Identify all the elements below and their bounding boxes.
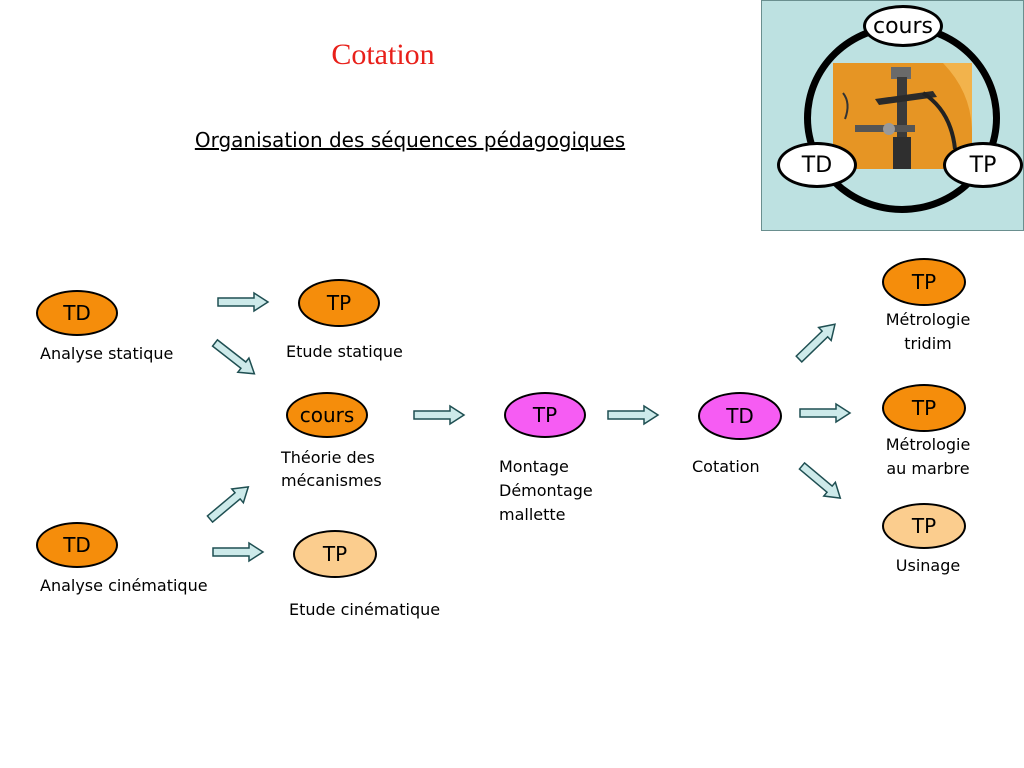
arrow-td-statique-to-tp	[217, 292, 269, 312]
marbre-label-line1: Métrologie	[885, 435, 971, 454]
tridim-label-line2: tridim	[904, 334, 952, 353]
marbre-label-line2: au marbre	[886, 459, 970, 478]
inset-tp-node: TP	[943, 142, 1023, 188]
arrow-cinematique-to-cours	[203, 479, 255, 527]
montage-label-line3: mallette	[499, 505, 566, 524]
inset-td-node: TD	[777, 142, 857, 188]
slide-title: Cotation	[331, 38, 435, 71]
tp-statique-node: TP	[298, 279, 380, 327]
etude-cinematique-label: Etude cinématique	[289, 600, 441, 619]
tp-montage-node: TP	[504, 392, 586, 438]
usinage-label: Usinage	[895, 556, 961, 575]
tridim-label-line1: Métrologie	[885, 310, 971, 329]
inset-cours-node: cours	[863, 5, 943, 47]
arrow-cotation-to-tridim	[791, 317, 842, 367]
theorie-label-line2: mécanismes	[281, 471, 382, 490]
tp-cinematique-node: TP	[293, 530, 377, 578]
arrow-statique-to-cours	[208, 335, 261, 382]
arrow-td-cinematique-to-tp	[212, 542, 264, 562]
td-cinematique-node: TD	[36, 522, 118, 568]
slide-subtitle: Organisation des séquences pédagogiques	[194, 128, 626, 152]
theorie-label-line1: Théorie des	[281, 448, 375, 467]
arrow-cotation-to-usinage	[795, 458, 847, 506]
tp-marbre-node: TP	[882, 384, 966, 432]
montage-label-line2: Démontage	[499, 481, 593, 500]
tp-usinage-node: TP	[882, 503, 966, 549]
tp-tridim-node: TP	[882, 258, 966, 306]
cycle-inset: cours TD TP	[761, 0, 1024, 231]
arrow-montage-to-cotation	[607, 405, 659, 425]
td-cotation-node: TD	[698, 392, 782, 440]
arrow-cours-to-montage	[413, 405, 465, 425]
arrow-cotation-to-marbre	[799, 403, 851, 423]
cours-node: cours	[286, 392, 368, 438]
analyse-cinematique-label: Analyse cinématique	[40, 576, 208, 595]
cotation-label: Cotation	[692, 457, 760, 476]
montage-label-line1: Montage	[499, 457, 569, 476]
etude-statique-label: Etude statique	[286, 342, 403, 361]
td-statique-node: TD	[36, 290, 118, 336]
analyse-statique-label: Analyse statique	[40, 344, 174, 363]
